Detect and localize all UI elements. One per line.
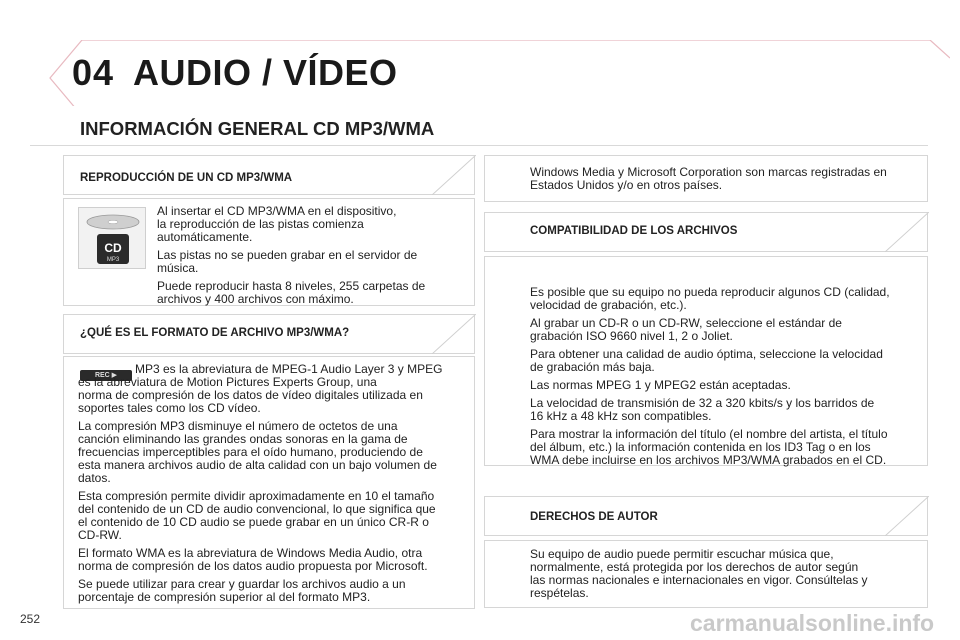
chapter-corner-decoration [49,40,950,117]
compatibilidad-paragraph: Para obtener una calidad de audio óptima… [530,347,883,374]
derechos-heading-panel [484,496,928,536]
formato-paragraph-text: MP3 es la abreviatura de MPEG-1 Audio La… [78,362,443,415]
compatibilidad-body-panel [484,256,928,466]
formato-paragraph: Esta compresión permite dividir aproxima… [78,489,436,542]
cd-mp3-icon: CD MP3 [78,207,146,269]
compatibilidad-heading: COMPATIBILIDAD DE LOS ARCHIVOS [530,225,738,237]
watermark-text: carmanualsonline.info [690,610,935,636]
derechos-text: Su equipo de audio puede permitir escuch… [530,548,922,605]
derechos-body-panel [484,540,928,608]
main-heading: INFORMACIÓN GENERAL CD MP3/WMA [80,118,435,139]
heading-diagonal-decoration [432,155,476,195]
formato-paragraph: Se puede utilizar para crear y guardar l… [78,577,406,604]
chapter-number: 04 [72,52,115,93]
compatibilidad-text: Es posible que su equipo no pueda reprod… [530,286,925,472]
compatibilidad-paragraph: La velocidad de transmisión de 32 a 320 … [530,396,875,423]
formato-paragraph: El formato WMA es la abreviatura de Wind… [78,546,428,573]
derechos-paragraph: Su equipo de audio puede permitir escuch… [530,547,868,600]
reproduccion-paragraph: Al insertar el CD MP3/WMA en el disposit… [157,204,397,244]
compatibilidad-heading-panel [484,212,928,252]
compatibilidad-paragraph: Las normas MPEG 1 y MPEG2 están aceptada… [530,378,791,392]
cd-icon-label: CD [104,241,122,255]
heading-diagonal-decoration [885,212,929,252]
page-number: 252 [20,612,41,626]
chapter-title: AUDIO / VÍDEO [133,52,398,93]
reproduccion-text: Al insertar el CD MP3/WMA en el disposit… [157,205,467,311]
reproduccion-paragraph: Las pistas no se pueden grabar en el ser… [157,248,418,275]
compatibilidad-paragraph: Para mostrar la información del título (… [530,427,888,467]
formato-paragraph: MP3 es la abreviatura de MPEG-1 Audio La… [78,363,470,415]
formato-text: MP3 es la abreviatura de MPEG-1 Audio La… [78,363,470,609]
formato-heading-panel [63,314,475,354]
compatibilidad-paragraph: Es posible que su equipo no pueda reprod… [530,285,890,312]
windows-paragraph: Windows Media y Microsoft Corporation so… [530,165,887,192]
main-heading-panel [30,106,928,146]
heading-diagonal-decoration [885,496,929,536]
rec-icon: REC ▶ [80,370,132,381]
formato-body-panel [63,356,475,609]
mp3-icon-label: MP3 [107,257,120,263]
windows-trademark-text: Windows Media y Microsoft Corporation so… [530,166,922,197]
heading-diagonal-decoration [432,314,476,354]
windows-trademark-panel [484,155,928,202]
formato-heading: ¿QUÉ ES EL FORMATO DE ARCHIVO MP3/WMA? [80,327,350,339]
formato-paragraph: La compresión MP3 disminuye el número de… [78,419,437,485]
reproduccion-paragraph: Puede reproducir hasta 8 niveles, 255 ca… [157,279,426,306]
derechos-heading: DERECHOS DE AUTOR [530,511,658,523]
compatibilidad-paragraph: Al grabar un CD-R o un CD-RW, seleccione… [530,316,842,343]
reproduccion-heading: REPRODUCCIÓN DE UN CD MP3/WMA [80,172,293,184]
reproduccion-heading-panel [63,155,475,195]
